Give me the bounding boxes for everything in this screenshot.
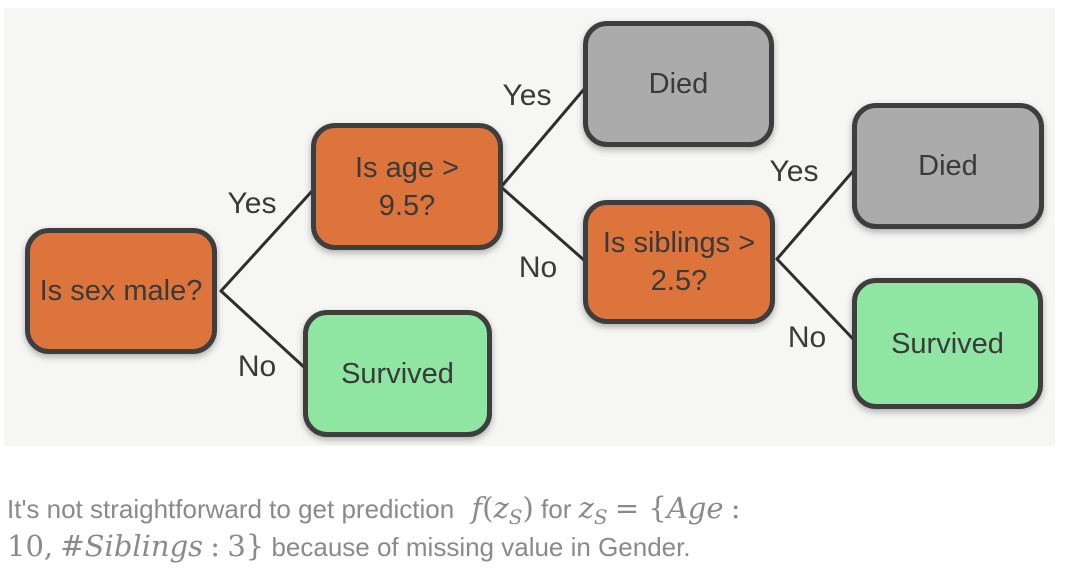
math-colon: : [210, 529, 221, 563]
node-label: Is siblings > 2.5? [602, 227, 756, 297]
math-three-close-brace: 3} [227, 529, 265, 563]
node-died-top: Died [583, 21, 774, 147]
node-label: Died [648, 68, 709, 100]
edge-label-no-siblings-survived: No [787, 321, 827, 354]
node-is-sex-male: Is sex male? [25, 228, 217, 354]
math-subscript-s: S [508, 505, 523, 529]
node-survived-right: Survived [852, 278, 1043, 409]
node-is-age-gt-9-5: Is age > 9.5? [311, 123, 503, 250]
math-colon: : [730, 491, 741, 525]
caption-for-text: for [541, 494, 572, 524]
math-hash: # [60, 529, 85, 563]
node-label: Is sex male? [39, 275, 203, 307]
node-label: Is age > 9.5? [355, 151, 459, 222]
edge-label-yes-sex-age: Yes [227, 187, 277, 220]
node-survived-mid: Survived [303, 310, 492, 437]
node-died-right: Died [852, 103, 1044, 229]
caption: It's not straightforward to get predicti… [7, 490, 1052, 566]
math-siblings: Siblings [84, 529, 204, 563]
edge-label-no-sex-survived: No [237, 350, 277, 383]
node-label: Survived [341, 357, 454, 390]
math-f: f [471, 491, 483, 525]
node-label: Died [918, 150, 978, 182]
edge-label-no-age-siblings: No [518, 251, 558, 284]
math-age: Age [666, 491, 724, 525]
caption-outro-text: because of missing value in Gender. [271, 532, 691, 562]
math-z: z [578, 491, 594, 525]
math-equals-open-brace: = { [614, 491, 667, 525]
math-subscript-s: S [593, 505, 608, 529]
edge-label-yes-siblings-died: Yes [769, 155, 819, 188]
caption-intro-text: It's not straightforward to get predicti… [7, 494, 455, 524]
node-is-siblings-gt-2-5: Is siblings > 2.5? [583, 200, 775, 324]
math-z: z [493, 491, 509, 525]
node-label: Survived [891, 327, 1004, 360]
edge-label-yes-age-died: Yes [502, 79, 552, 112]
math-open-paren: ( [482, 491, 494, 525]
math-close-paren: ) [522, 491, 534, 525]
math-ten: 10, [7, 529, 54, 563]
